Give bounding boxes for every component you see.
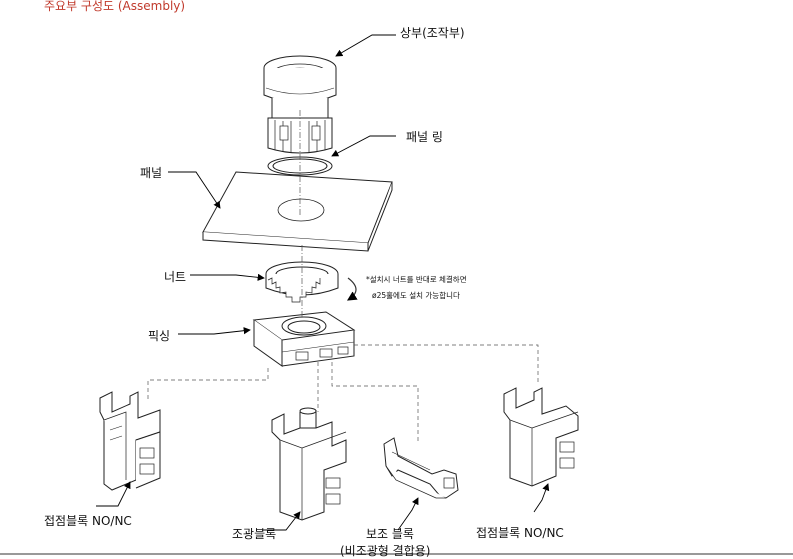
guide-lines: [147, 344, 539, 442]
label-aux-block: 보조 블록: [366, 527, 414, 541]
auxiliary-block: [383, 437, 459, 499]
diagram-title: 주요부 구성도 (Assembly): [44, 0, 186, 13]
lamp-block: [271, 407, 347, 521]
leader-lines: [96, 34, 550, 531]
label-top-operator: 상부(조작부): [400, 26, 465, 40]
rotation-arrow: [346, 277, 358, 301]
label-fixing: 픽싱: [148, 329, 171, 343]
top-operator-part: [263, 55, 337, 154]
label-panel: 패널: [140, 166, 163, 180]
fixing-adapter-part: [252, 311, 356, 367]
center-axis: [299, 110, 303, 318]
contact-block-right: [503, 387, 579, 487]
panel-plate-part: [202, 171, 393, 252]
install-note-line2: ø25홀에도 설치 가능합니다: [372, 291, 460, 300]
nut-part: [265, 261, 339, 303]
label-lamp-block: 조광블록: [232, 527, 277, 541]
label-aux-block-sub: (비조광형 결합용): [340, 544, 431, 558]
label-nut: 너트: [164, 270, 187, 284]
install-note-line1: *설치시 너트를 반대로 체결하면: [366, 275, 467, 284]
contact-block-left: [99, 391, 161, 491]
label-contact-block-right: 접점블록 NO/NC: [476, 526, 564, 540]
label-contact-block-left: 접점블록 NO/NC: [44, 514, 132, 528]
label-panel-ring: 패널 링: [406, 130, 443, 144]
